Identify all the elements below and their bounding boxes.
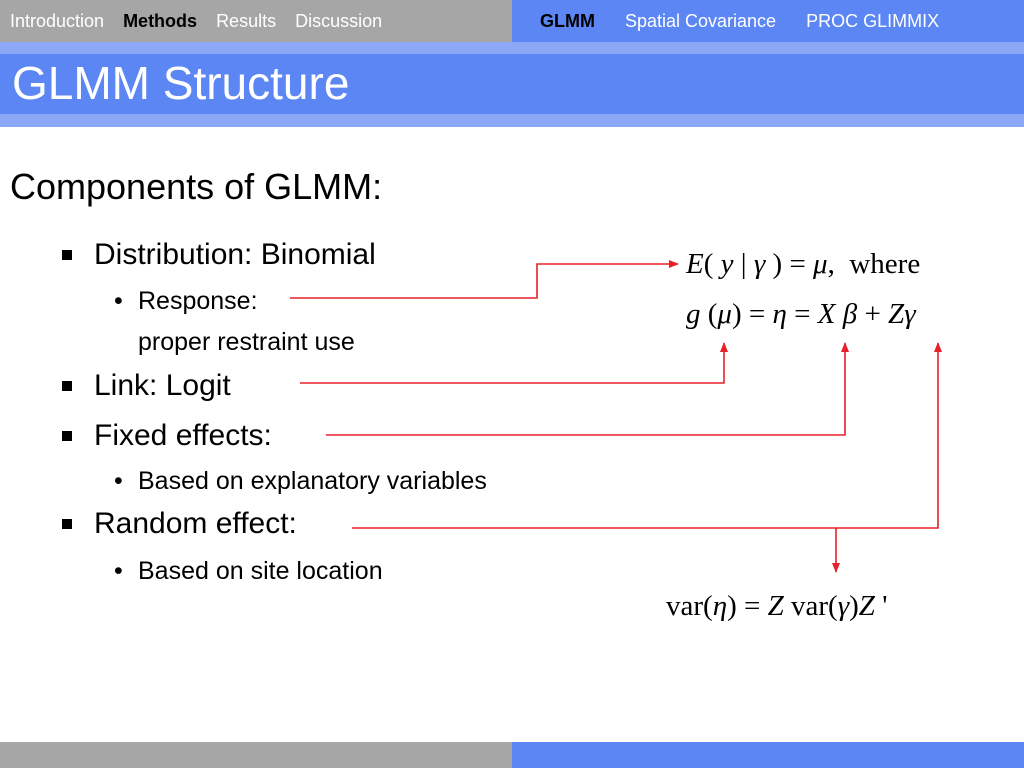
sub-bullet-text: Based on explanatory variables	[138, 467, 487, 495]
bullet-text: Fixed effects:	[94, 419, 272, 452]
bullet-text: Distribution: Binomial	[94, 238, 376, 271]
eq-symbol: Z	[767, 590, 784, 622]
nav-introduction[interactable]: Introduction	[10, 10, 105, 31]
eq-symbol: |	[740, 248, 747, 280]
bullet-random-effect: Random effect:	[62, 507, 297, 541]
slide-subtitle: Components of GLMM:	[10, 166, 383, 207]
sub-bullet-text: Based on site location	[138, 557, 383, 585]
eq-symbol: E	[686, 248, 704, 280]
eq-symbol: =	[789, 248, 806, 280]
eq-symbol: g	[686, 298, 701, 330]
equation-link: g (μ) = η = X β + Zγ	[686, 298, 916, 331]
section-nav: Introduction Methods Results Discussion	[0, 0, 512, 42]
eq-symbol: μ	[813, 248, 828, 280]
nav-spatial-covariance[interactable]: Spatial Covariance	[624, 10, 777, 31]
title-bar	[0, 54, 1024, 114]
dot-bullet-icon: •	[114, 287, 123, 315]
title-stripe-top	[0, 42, 1024, 54]
eq-symbol: '	[882, 590, 888, 622]
square-bullet-icon	[62, 381, 72, 391]
eq-symbol: (	[707, 298, 718, 330]
equation-expectation: E( y | γ ) = μ, where	[686, 248, 920, 281]
bullet-fixed-effects: Fixed effects:	[62, 419, 272, 453]
subsection-nav: GLMM Spatial Covariance PROC GLIMMIX	[512, 0, 1024, 42]
arrow-fixed-to-xbeta	[326, 342, 849, 436]
eq-symbol: X	[817, 298, 836, 330]
title-stripe-bottom	[0, 114, 1024, 127]
sub-bullet-response-continued: proper restraint use	[138, 328, 355, 356]
equation-variance: var(η) = Z var(γ)Z '	[666, 590, 887, 623]
eq-symbol: =	[794, 298, 811, 330]
eq-symbol: (	[703, 248, 714, 280]
eq-word: var(	[666, 590, 713, 622]
dot-bullet-icon: •	[114, 467, 123, 495]
eq-symbol: )	[731, 298, 742, 330]
sub-bullet-fixed: • Based on explanatory variables	[114, 467, 487, 496]
sub-bullet-text: Response:	[138, 287, 258, 315]
nav-methods[interactable]: Methods	[123, 10, 198, 31]
eq-symbol: μ	[717, 298, 732, 330]
eq-symbol: η	[772, 298, 787, 330]
nav-glmm[interactable]: GLMM	[540, 10, 595, 31]
slide-title: GLMM Structure	[12, 57, 350, 109]
eq-symbol: γ	[753, 248, 766, 280]
square-bullet-icon	[62, 431, 72, 441]
eq-symbol: Z	[858, 590, 875, 622]
square-bullet-icon	[62, 519, 72, 529]
eq-symbol: γ	[904, 298, 916, 330]
eq-symbol: =	[744, 590, 761, 622]
bullet-distribution: Distribution: Binomial	[62, 238, 376, 272]
eq-symbol: Z	[888, 298, 905, 330]
bullet-text: Random effect:	[94, 507, 297, 540]
eq-symbol: )	[727, 590, 737, 622]
footer-bar-left	[0, 742, 512, 768]
eq-symbol: η	[712, 590, 728, 622]
bullet-text: Link: Logit	[94, 369, 231, 402]
eq-word: var(	[791, 590, 838, 622]
eq-symbol: )	[849, 590, 859, 622]
eq-symbol: y	[720, 248, 734, 280]
nav-results[interactable]: Results	[216, 10, 277, 31]
arrow-random-to-zgamma	[352, 342, 942, 529]
sub-bullet-random: • Based on site location	[114, 557, 383, 586]
eq-word: where	[849, 248, 921, 280]
footer-bar-right	[512, 742, 1024, 768]
eq-symbol: ,	[827, 248, 835, 280]
arrow-link-to-g	[300, 342, 728, 384]
eq-symbol: =	[748, 298, 766, 330]
sub-bullet-response: • Response:	[114, 287, 258, 316]
nav-discussion[interactable]: Discussion	[295, 10, 383, 31]
eq-symbol: )	[772, 248, 783, 280]
dot-bullet-icon: •	[114, 557, 123, 585]
bullet-link: Link: Logit	[62, 369, 231, 403]
eq-symbol: +	[864, 298, 881, 330]
nav-proc-glimmix[interactable]: PROC GLIMMIX	[806, 10, 940, 31]
eq-symbol: γ	[837, 590, 850, 622]
eq-symbol: β	[842, 298, 858, 330]
square-bullet-icon	[62, 250, 72, 260]
